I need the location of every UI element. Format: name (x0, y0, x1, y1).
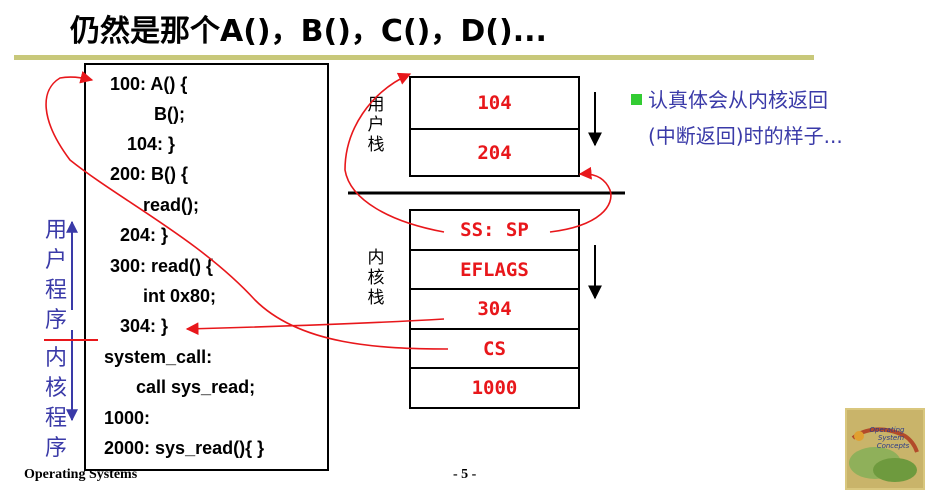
return-to-user-arrow (46, 77, 448, 349)
footer-course: Operating Systems (24, 467, 137, 483)
book-cover-image: Operating System Concepts (845, 408, 925, 490)
return-to-304-arrow (187, 319, 444, 329)
sp-to-user-stack-arrow (550, 174, 611, 232)
svg-text:Concepts: Concepts (877, 442, 910, 450)
svg-text:System: System (878, 434, 904, 442)
svg-text:Operating: Operating (870, 426, 906, 434)
footer-page-number: - 5 - (453, 467, 476, 483)
restore-user-sp-arrow (345, 74, 444, 232)
